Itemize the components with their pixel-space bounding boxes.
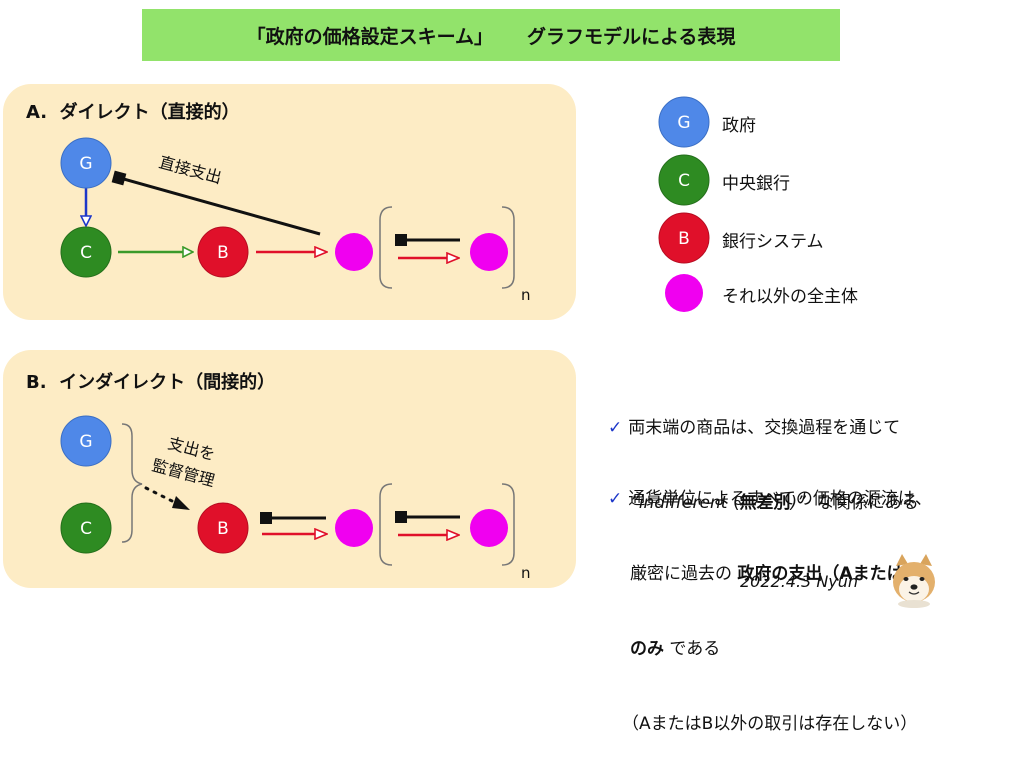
repeat-count-a: n [521, 286, 531, 304]
note-indifferent: ✓両末端の商品は、交換過程を通じて ”indifferent (無差別)” な関… [608, 366, 919, 541]
title-sub: グラフモデルによる表現 [527, 25, 736, 48]
node-bank-system-b [197, 502, 249, 554]
node-other-a2 [470, 233, 508, 271]
node-government-a-label: G [79, 154, 92, 174]
note2-line1: 通貨単位によるすべての価格の源流は、 [628, 489, 932, 509]
note1-mushabetsu: 無差別 [739, 493, 791, 513]
legend-central-bank-circle [658, 154, 710, 206]
node-central-bank-a-label: C [80, 243, 92, 263]
note1-line1: 両末端の商品は、交換過程を通じて [628, 418, 901, 438]
note2-line4: （AまたはB以外の取引は存在しない） [622, 714, 918, 734]
check-mark-icon: ✓ [608, 418, 623, 438]
note1-rest: な関係にある [805, 493, 919, 513]
legend-government-circle [658, 96, 710, 148]
node-other-a1 [335, 233, 373, 271]
check-mark-icon: ✓ [608, 489, 623, 509]
note1-paren-close: ) [790, 493, 798, 513]
legend-bank-system-letter: B [678, 229, 690, 249]
signature: 2022.4.3 Nyun [740, 572, 859, 591]
note2-line2-pre: 厳密に過去の [630, 564, 738, 584]
legend-other-label: それ以外の全主体 [722, 287, 858, 307]
repeat-count-b: n [521, 564, 531, 582]
node-government-b-label: G [79, 432, 92, 452]
edge-label-direct-spending: 直接支出 [157, 153, 224, 188]
legend-government-label: 政府 [722, 116, 756, 136]
group-brace-g-c [121, 423, 143, 543]
repeat-bracket-right-b [501, 483, 515, 566]
note2-line3-rest: である [664, 639, 721, 659]
panel-indirect-heading: B. インダイレクト（間接的） [26, 372, 276, 393]
edge-supervise-dotted [144, 486, 180, 506]
shiba-dog-avatar-icon [893, 554, 935, 608]
node-government-a [60, 137, 112, 189]
node-central-bank-a [60, 226, 112, 278]
note2-government-spending: 政府の支出（AまたはB） [737, 564, 934, 584]
legend-central-bank-letter: C [678, 171, 690, 191]
repeat-bracket-right-a [501, 206, 515, 289]
node-central-bank-b-label: C [80, 519, 92, 539]
note1-paren-open: ( [727, 493, 740, 513]
repeat-bracket-left-a [379, 206, 393, 289]
node-bank-system-a-label: B [217, 243, 229, 263]
title-bar: 「政府の価格設定スキーム」 グラフモデルによる表現 [142, 9, 840, 61]
legend-government-letter: G [677, 113, 690, 133]
panel-direct [3, 84, 576, 320]
panel-direct-heading: A. ダイレクト（直接的） [26, 102, 240, 123]
node-bank-system-b-label: B [217, 519, 229, 539]
note1-indifferent: indifferent [638, 493, 728, 513]
legend-other-circle [665, 274, 703, 312]
edge-direct-spending-tail [111, 170, 127, 186]
note1-quote-open: ” [630, 493, 639, 513]
graph-diagram: 直接支出 G C B n G C 支出を 監督管理 B n G C B [60, 96, 710, 582]
note2-only: のみ [630, 639, 664, 659]
node-central-bank-b [60, 502, 112, 554]
node-bank-system-a [197, 226, 249, 278]
node-other-b2 [470, 509, 508, 547]
note-price-origin: ✓通貨単位によるすべての価格の源流は、 厳密に過去の 政府の支出（AまたはB） … [608, 437, 934, 762]
note1-quote-close: ” [797, 493, 806, 513]
legend-central-bank-label: 中央銀行 [722, 174, 790, 194]
title-main: 「政府の価格設定スキーム」 [246, 25, 493, 48]
legend-bank-system-circle [658, 212, 710, 264]
edge-supervise-arrowhead [172, 496, 190, 510]
repeat-bracket-left-b [379, 483, 393, 566]
legend-bank-system-label: 銀行システム [722, 232, 824, 252]
edge-direct-spending [119, 176, 321, 236]
node-government-b [60, 415, 112, 467]
node-other-b1 [335, 509, 373, 547]
